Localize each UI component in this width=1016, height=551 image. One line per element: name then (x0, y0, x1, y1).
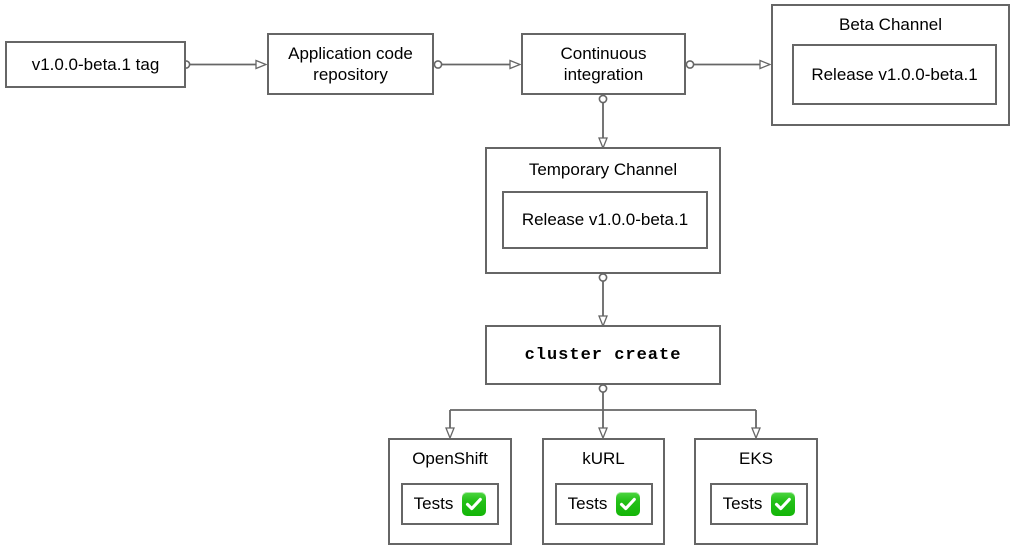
edge-repo-to-ci (433, 61, 519, 68)
node-cluster-create-label: cluster create (524, 345, 682, 365)
group-temporary-channel[interactable]: Temporary Channel Release v1.0.0-beta.1 (485, 147, 721, 274)
group-beta-channel-title: Beta Channel (838, 15, 943, 34)
edge-cluster-create-fanout (450, 384, 756, 437)
edge-ci-to-temporary-channel (599, 94, 606, 147)
platform-kurl-tests-box[interactable]: Tests (555, 483, 653, 525)
group-platform-kurl[interactable]: kURL Tests (542, 438, 665, 545)
platform-eks-tests-label: Tests (722, 494, 763, 513)
platform-eks-title: EKS (738, 449, 774, 468)
green-check-icon (616, 492, 641, 516)
node-application-code-repository-label: Application code repository (288, 44, 413, 84)
platform-openshift-tests-label: Tests (413, 494, 454, 513)
group-beta-channel[interactable]: Beta Channel Release v1.0.0-beta.1 (771, 4, 1010, 126)
beta-channel-release-box[interactable]: Release v1.0.0-beta.1 (792, 44, 997, 105)
platform-eks-tests-box[interactable]: Tests (710, 483, 808, 525)
platform-kurl-title: kURL (582, 449, 625, 468)
edge-ci-to-beta-channel (685, 61, 769, 68)
node-continuous-integration-label: Continuous integration (560, 44, 647, 84)
node-version-tag-label: v1.0.0-beta.1 tag (31, 55, 160, 74)
edge-temporary-channel-to-cluster-create (599, 273, 606, 325)
green-check-icon (462, 492, 487, 516)
group-platform-openshift[interactable]: OpenShift Tests (388, 438, 512, 545)
temporary-channel-release-box[interactable]: Release v1.0.0-beta.1 (502, 191, 708, 249)
platform-openshift-title: OpenShift (412, 449, 488, 468)
platform-openshift-tests-box[interactable]: Tests (401, 483, 499, 525)
group-temporary-channel-title: Temporary Channel (528, 160, 678, 179)
platform-kurl-tests-label: Tests (567, 494, 608, 513)
beta-channel-release-label: Release v1.0.0-beta.1 (811, 64, 978, 84)
temporary-channel-release-label: Release v1.0.0-beta.1 (521, 210, 689, 229)
group-platform-eks[interactable]: EKS Tests (694, 438, 818, 545)
node-application-code-repository[interactable]: Application code repository (267, 33, 434, 95)
green-check-icon (771, 492, 796, 516)
node-cluster-create[interactable]: cluster create (485, 325, 721, 385)
node-version-tag[interactable]: v1.0.0-beta.1 tag (5, 41, 186, 88)
node-continuous-integration[interactable]: Continuous integration (521, 33, 686, 95)
edge-tag-to-repo (181, 61, 265, 68)
